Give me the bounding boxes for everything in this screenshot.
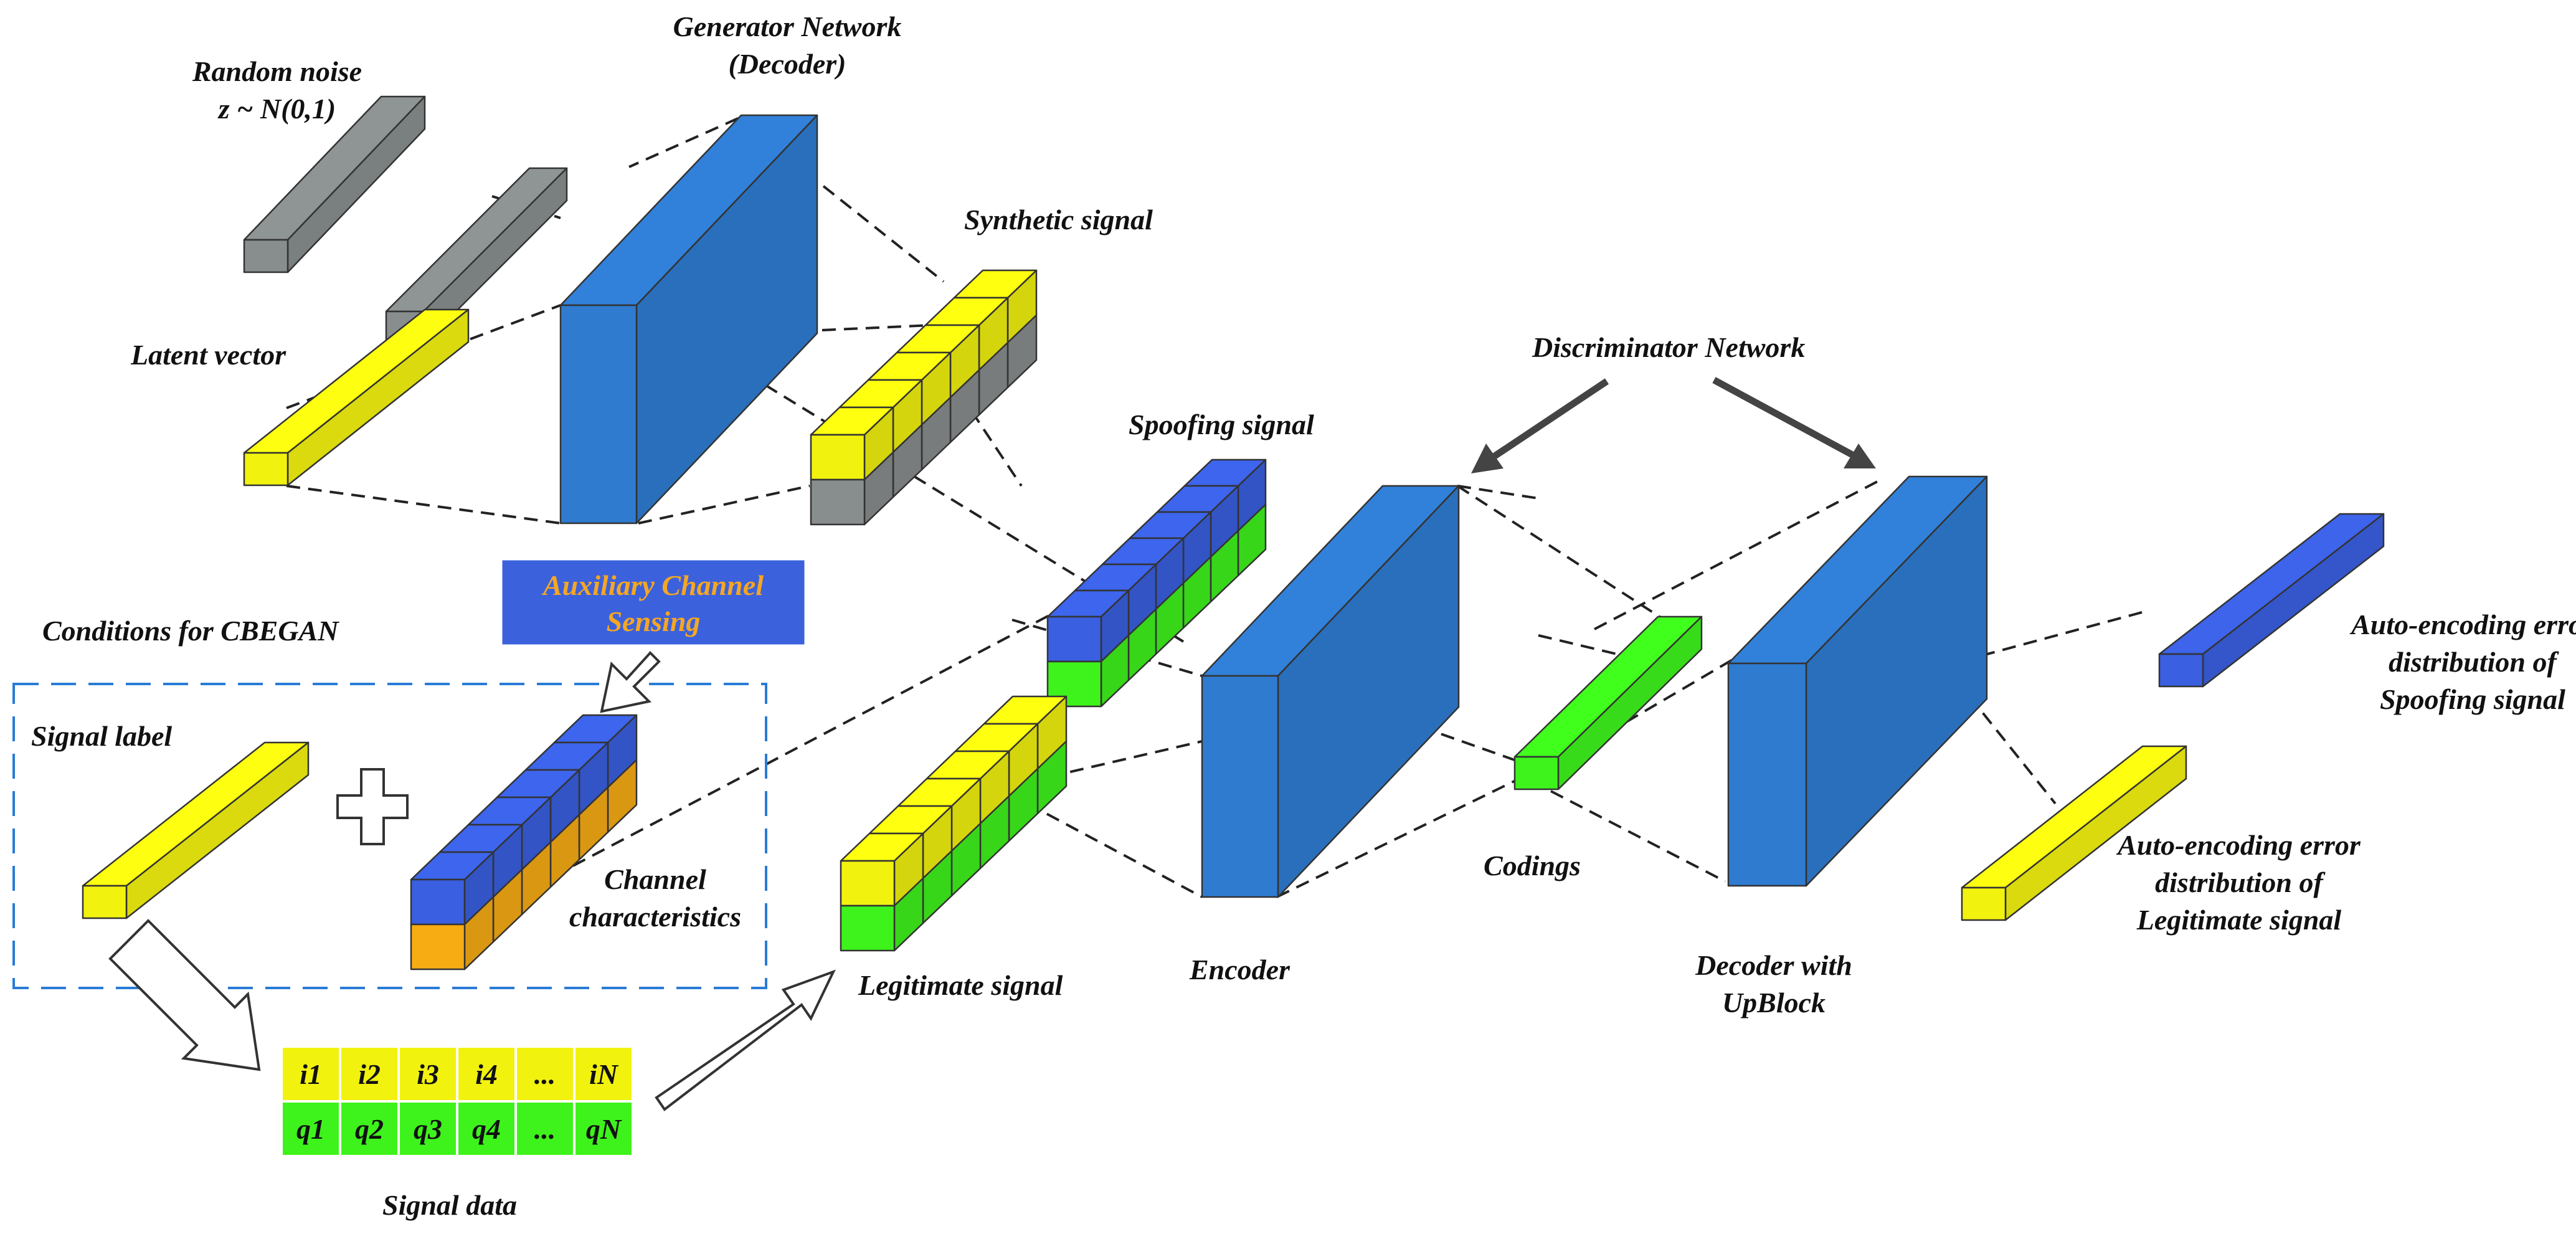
arrow-icon [1712,377,1876,468]
signal-data-i-cell-text: i4 [475,1058,498,1090]
signal-data-i-cell-text: ... [534,1058,556,1090]
auxiliary-label-line1: Auxiliary Channel [541,569,764,601]
discriminator-label: Discriminator Network [1532,331,1805,363]
legit-error-label-line3: Legitimate signal [2136,904,2342,936]
signal-data-i-cell [573,1045,634,1103]
signal-data-q-cell [397,1100,458,1157]
encoder-block [1201,485,1460,898]
channel-characteristics-stack-cell-front [410,923,466,971]
dashed-connector [628,117,739,168]
legitimate-signal-stack-cell-front [840,904,896,952]
legitimate-signal-label: Legitimate signal [858,969,1063,1001]
latent-vector-gray [385,167,568,345]
signal-data-q-cell-text: q4 [472,1113,501,1145]
signal-data-i-cell-text: iN [589,1058,619,1090]
spoof-error-label-line2: distribution of [2389,646,2559,678]
spoof-error-label-line3: Spoofing signal [2380,683,2565,715]
labels: Random noise z ~ N(0,1) Generator Networ… [31,11,2576,1221]
legit-error-vector-front [1961,886,2007,921]
arrow-icon [1471,378,1609,473]
signal-data-q-cell-text: q2 [355,1113,384,1145]
latent-vector-yellow [243,308,470,487]
random-noise-vector-front [243,239,289,273]
hollow-arrow-icon [108,919,261,1071]
signal-label-vector [82,741,310,919]
signal-data-label: Signal data [382,1189,517,1221]
spoof-error-label-line1: Auto-encoding error [2349,609,2576,640]
dashed-connector [1594,478,1882,630]
channel-characteristics-stack [410,714,638,971]
legitimate-signal-stack [840,695,1068,952]
dashed-connector [572,612,1053,867]
decoder-block [1727,475,1988,887]
signal-label-label: Signal label [31,720,172,752]
generator-block [559,114,818,525]
encoder-block-front [1201,675,1279,898]
dashed-connector [286,485,561,525]
legit-error-label-line2: distribution of [2155,866,2326,898]
spoofing-signal-stack-cell-front [1046,615,1102,663]
dashed-connector [1457,485,1539,500]
signal-data-i-cell-text: i1 [300,1058,322,1090]
conditions-label: Conditions for CBEGAN [42,615,339,647]
channel-label-line2: characteristics [569,901,741,933]
spoof-error-vector-front [2158,653,2204,688]
signal-data-i-cell-text: i3 [417,1058,439,1090]
decoder-label-line1: Decoder with [1695,949,1852,981]
auxiliary-label-line2: Sensing [607,605,701,637]
latent-vector-yellow-front [243,452,289,487]
dashed-connector [638,485,810,525]
synthetic-signal-stack [810,269,1038,526]
signal-data-q-cell-text: qN [586,1113,622,1145]
signal-data-q-cell-text: q1 [296,1113,325,1145]
legit-error-label-line1: Auto-encoding error [2116,829,2361,861]
spoofing-signal-label: Spoofing signal [1129,409,1314,440]
generator-label-line1: Generator Network [673,11,902,42]
blocks [82,95,2385,971]
signal-label-vector-front [82,885,128,919]
codings-vector-front [1513,756,1560,790]
dashed-connector [970,410,1023,487]
dashed-connector [1456,485,1670,624]
dashed-connector [1918,609,2149,674]
synthetic-signal-stack-cell-front [810,434,866,481]
spoofing-signal-stack [1046,458,1267,708]
channel-label-line1: Channel [604,863,706,895]
hollow-arrow-icon [655,969,836,1111]
signal-data-table: i1 i2 i3 i4... iN q1 q2 q3 q4... qN [280,1045,634,1157]
signal-data-q-cell [573,1100,634,1157]
spoofing-signal-stack-cell-front [1046,660,1102,708]
hollow-arrow-icon [600,651,661,713]
spoof-error-vector [2158,513,2385,688]
signal-data-q-cell [456,1100,517,1157]
decoder-label-line2: UpBlock [1722,987,1825,1018]
synthetic-signal-label: Synthetic signal [964,204,1153,235]
dashed-connector [1550,790,1726,883]
random-noise-label: Random noise [192,55,362,87]
synthetic-signal-stack-cell-front [810,478,866,526]
signal-data-q-cell-text: ... [534,1113,556,1145]
legit-error-vector [1961,745,2187,921]
legitimate-signal-stack-cell-front [840,860,896,907]
generator-block-front [559,304,638,525]
generator-label-line2: (Decoder) [728,48,846,80]
dashed-connector [1276,771,1533,898]
conditions-box [12,683,767,989]
auxiliary-channel-sensing-box: Auxiliary Channel Sensing [500,558,807,647]
signal-data-i-cell-text: i2 [358,1058,381,1090]
signal-data-i-cell [339,1045,400,1103]
codings-label: Codings [1484,850,1581,881]
dashed-connector [1027,802,1203,898]
encoder-label: Encoder [1189,954,1290,985]
plus-icon [336,768,409,845]
latent-vector-label: Latent vector [130,339,286,371]
signal-data-q-cell-text: q3 [414,1113,442,1145]
codings-vector [1513,615,1703,790]
noise-dist-label: z ~ N(0,1) [217,93,336,125]
random-noise-vector [243,95,426,273]
channel-characteristics-stack-cell-front [410,878,466,926]
signal-data-q-cell [280,1100,341,1157]
decoder-block-front [1727,662,1807,887]
